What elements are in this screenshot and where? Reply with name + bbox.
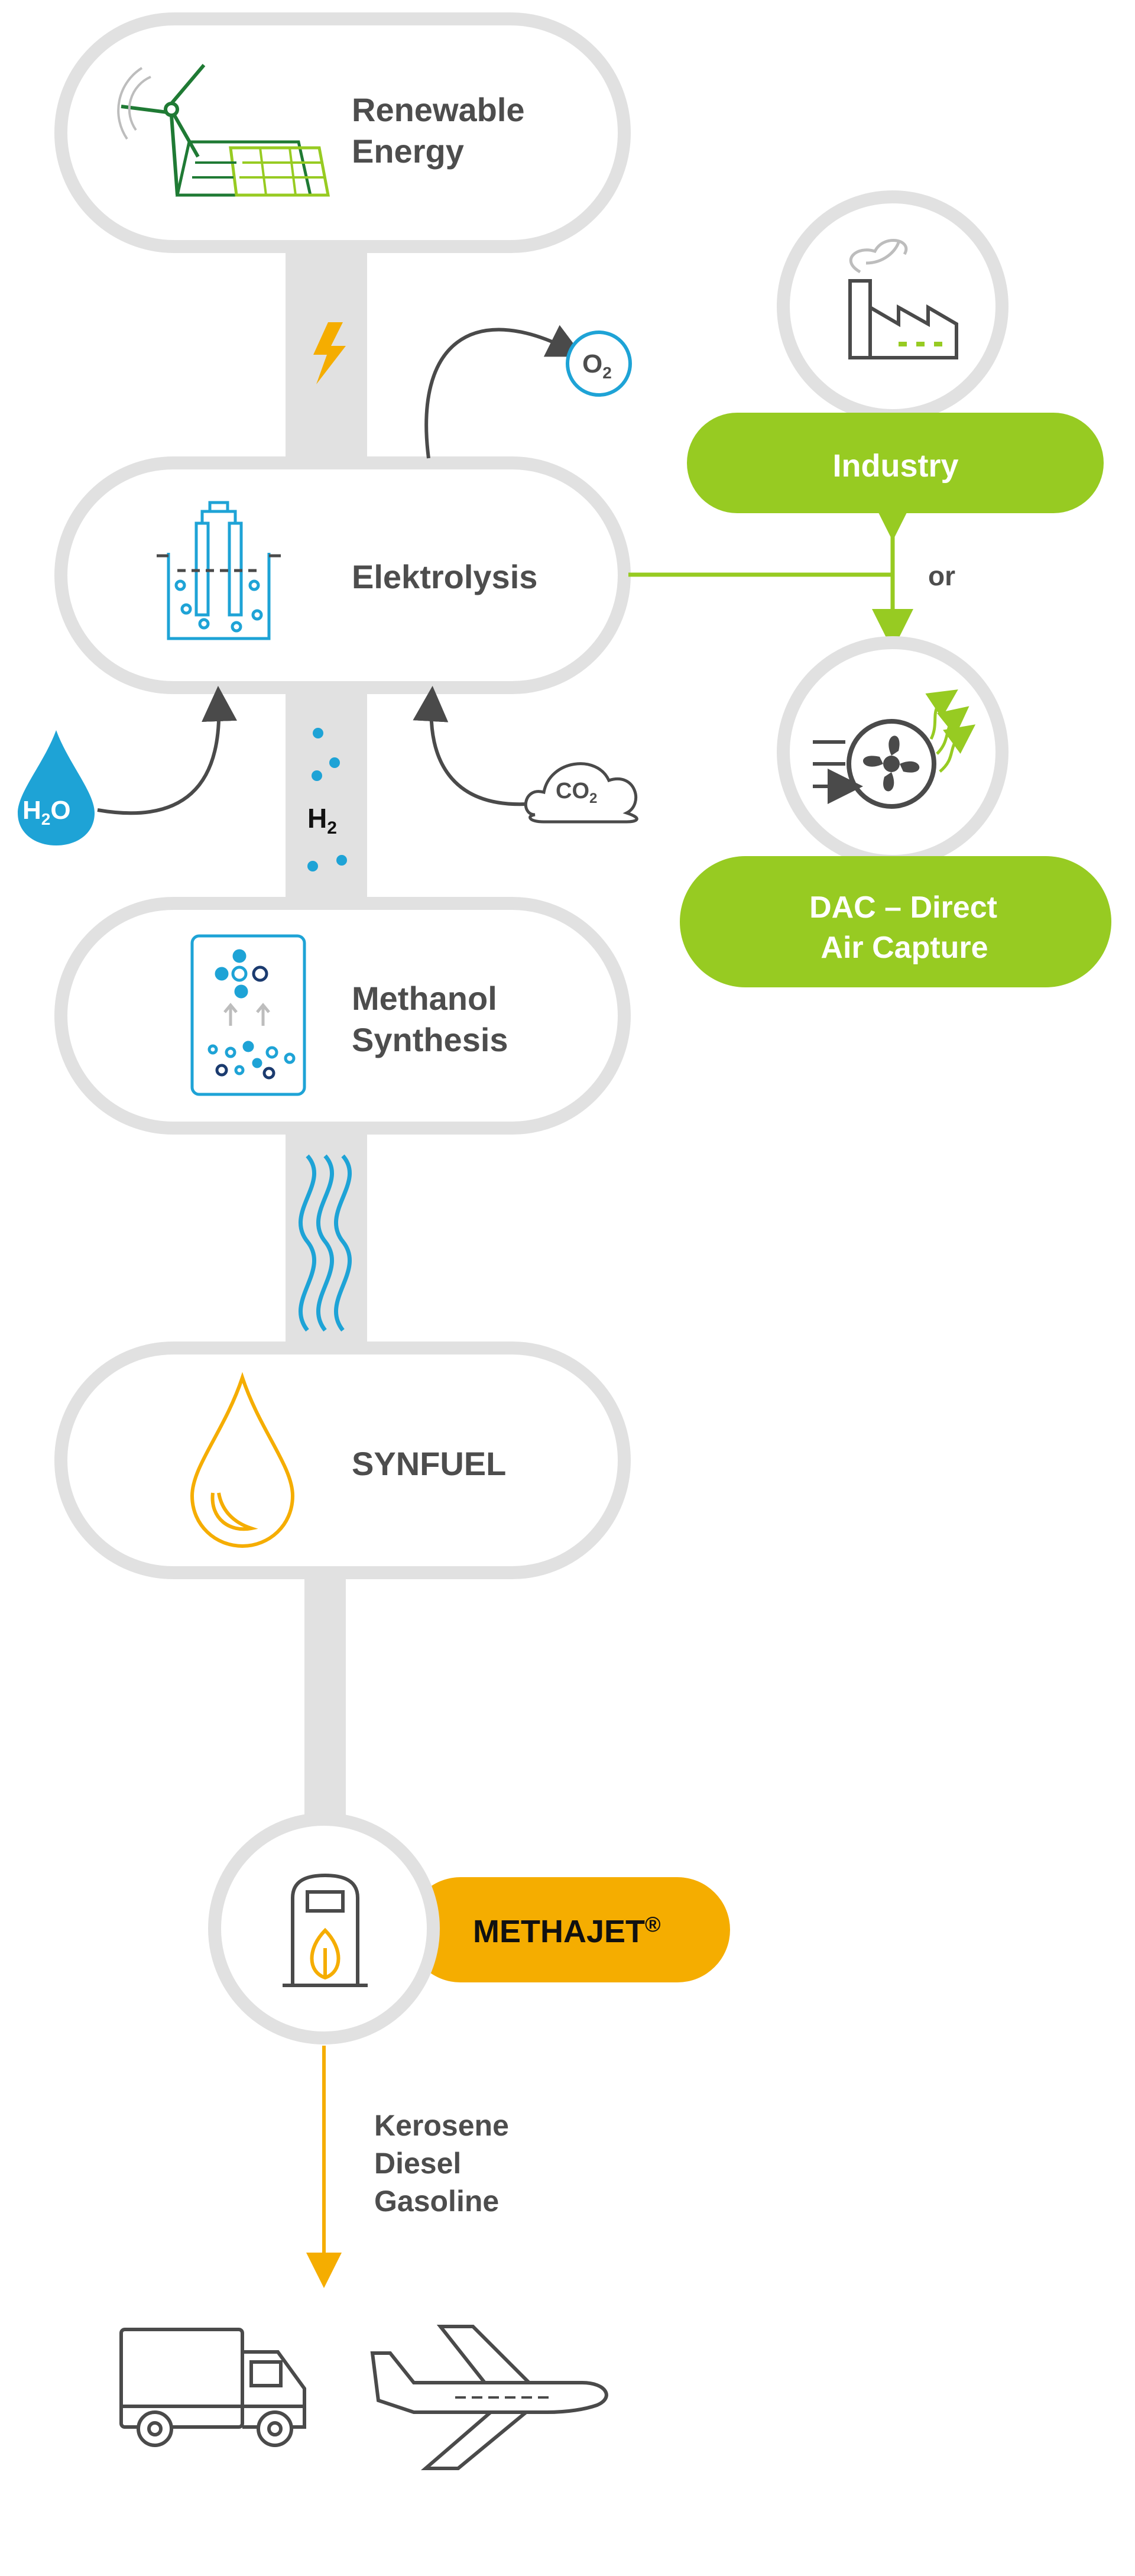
cloud-co2-icon bbox=[524, 762, 638, 824]
methanol-label-line1: Methanol bbox=[352, 980, 497, 1017]
methajet-label: METHAJET® bbox=[473, 1912, 661, 1949]
airplane-icon bbox=[370, 2325, 608, 2470]
output-diesel: Diesel bbox=[374, 2147, 461, 2180]
truck-icon bbox=[119, 2328, 306, 2447]
molecule-icon bbox=[190, 934, 306, 1096]
connector-methanol-synfuel bbox=[286, 1129, 367, 1342]
electrolysis-label: Elektrolysis bbox=[352, 558, 537, 595]
o2-circle bbox=[566, 330, 632, 397]
wind-solar-icon bbox=[117, 64, 330, 197]
h2o-arrow bbox=[97, 686, 238, 815]
methanol-label-line2: Synthesis bbox=[352, 1021, 508, 1058]
methajet-banner bbox=[408, 1877, 730, 1982]
h2o-label: H2O bbox=[22, 796, 71, 828]
co2-label: CO2 bbox=[556, 779, 597, 806]
dac-button bbox=[680, 856, 1111, 987]
connector-electrolysis-methanol bbox=[286, 689, 367, 902]
synfuel-label: SYNFUEL bbox=[352, 1445, 506, 1482]
o2-label: O2 bbox=[582, 349, 612, 382]
industry-label: Industry bbox=[832, 448, 958, 484]
stage-renewable-energy bbox=[54, 12, 631, 253]
waves-icon bbox=[298, 1154, 352, 1332]
dac-label-line2: Air Capture bbox=[821, 931, 988, 965]
fan-icon bbox=[813, 689, 976, 806]
dac-label-line1: DAC – Direct bbox=[809, 890, 997, 925]
h2-label: H2 bbox=[307, 803, 337, 838]
renewable-label-line1: Renewable bbox=[352, 91, 525, 128]
fuel-pump-icon bbox=[283, 1873, 368, 1987]
co2-arrow bbox=[413, 686, 527, 806]
o2-arrow bbox=[424, 325, 583, 459]
factory-icon bbox=[848, 239, 958, 359]
industry-button bbox=[687, 413, 1104, 513]
stage-methanol-synthesis bbox=[54, 897, 631, 1135]
renewable-label-line2: Energy bbox=[352, 132, 464, 170]
output-kerosene: Kerosene bbox=[374, 2109, 509, 2142]
connector-synfuel-methajet bbox=[304, 1573, 346, 1821]
electrolyzer-icon bbox=[157, 501, 281, 640]
water-drop-icon bbox=[18, 730, 95, 845]
industry-circle bbox=[777, 190, 1008, 422]
or-label: or bbox=[928, 560, 955, 591]
lightning-icon bbox=[313, 322, 346, 384]
hydrogen-bubbles bbox=[307, 728, 347, 871]
stage-electrolysis bbox=[54, 456, 631, 694]
stage-synfuel bbox=[54, 1342, 631, 1579]
methajet-circle bbox=[208, 1813, 440, 2044]
output-gasoline: Gasoline bbox=[374, 2185, 499, 2218]
fuel-drop-icon bbox=[190, 1372, 295, 1548]
